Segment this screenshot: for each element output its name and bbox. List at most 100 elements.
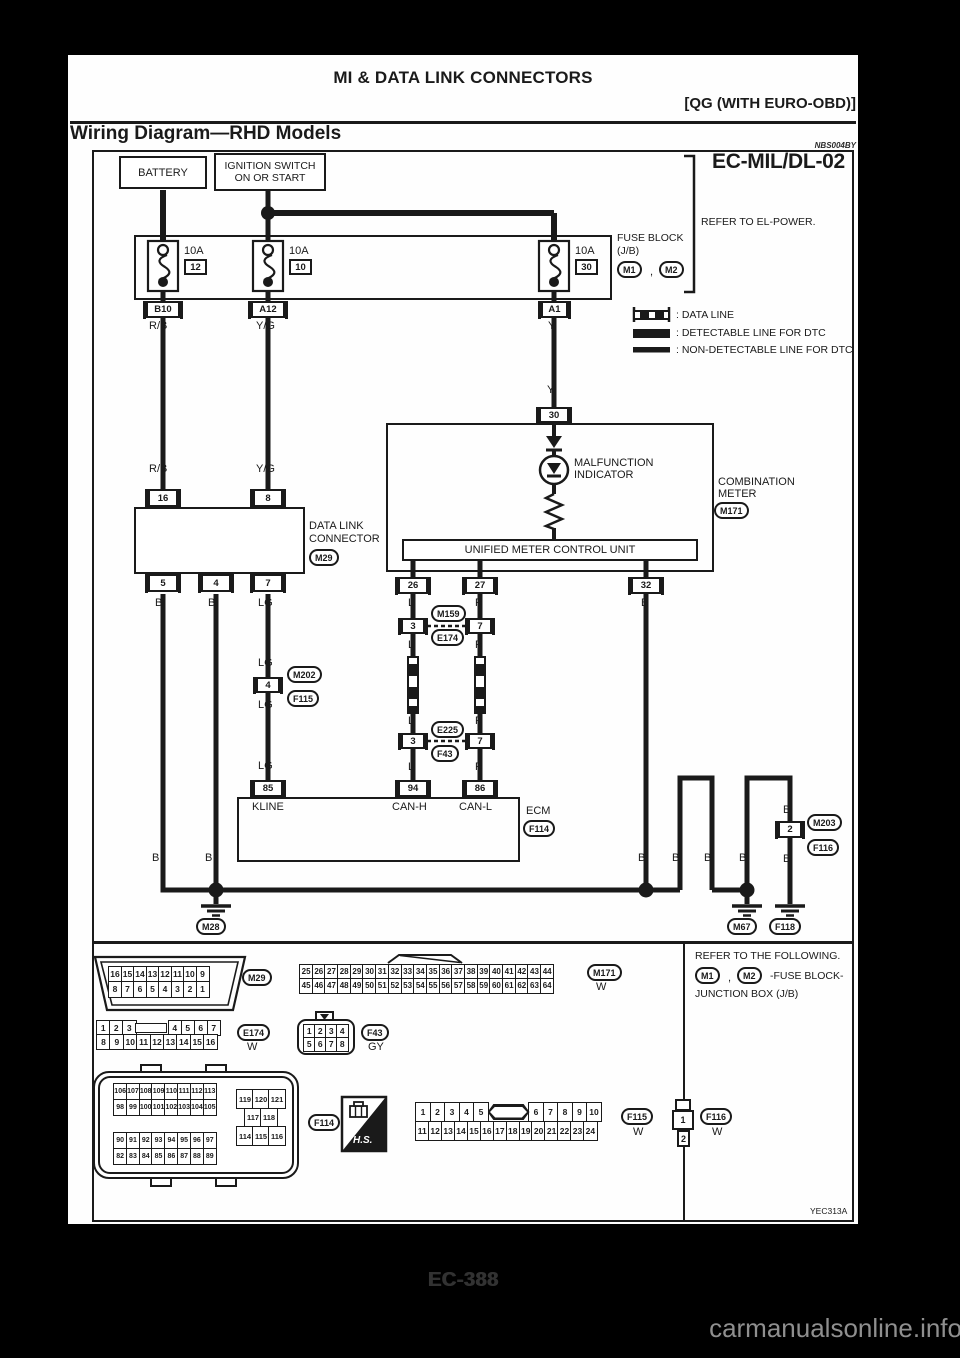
- f43-color: GY: [368, 1041, 384, 1053]
- mil-label2: INDICATOR: [574, 469, 634, 481]
- connector-label-m29: M29: [242, 969, 272, 986]
- terminal-b10: B10: [143, 300, 183, 319]
- pin-cell: 8: [108, 981, 122, 998]
- connector-label-f114: F114: [308, 1114, 341, 1131]
- pin-cell: 88: [189, 1147, 205, 1165]
- pin-cell: 115: [252, 1126, 270, 1146]
- inline-conn-7b: 7: [465, 732, 495, 750]
- connector-label-f115: F115: [621, 1108, 654, 1125]
- wire-label-b8: B: [704, 852, 712, 864]
- ecm-canh-label: CAN-H: [392, 801, 427, 813]
- dlc-pin-5: 5: [145, 573, 181, 593]
- page-edition: [QG (WITH EURO-OBD)]: [684, 95, 856, 112]
- pin-cell: 24: [583, 1120, 598, 1141]
- f116-pin-1: 1: [672, 1110, 694, 1130]
- dlc-label2: CONNECTOR: [309, 533, 380, 545]
- wire-label-l4: L: [408, 761, 415, 773]
- ecm-pin-94: 94: [395, 779, 431, 798]
- diagram-separator: [92, 941, 854, 944]
- connector-label-e174: E174: [237, 1024, 271, 1041]
- wire-label-y2: Y: [547, 384, 555, 396]
- f114-tab-bottom2: [215, 1177, 237, 1187]
- legend-data-line: : DATA LINE: [676, 309, 734, 321]
- section-code: NBS004BY: [814, 141, 856, 150]
- battery-box: BATTERY: [119, 156, 207, 189]
- wire-label-lg2: LG: [258, 657, 273, 669]
- wire-label-yg2: Y/G: [256, 463, 275, 475]
- pin-cell: 89: [202, 1147, 217, 1165]
- wire-label-lg1: LG: [258, 597, 273, 609]
- inline-conn-4: 4: [253, 676, 283, 694]
- wire-label-b11: B: [783, 853, 791, 865]
- pin-cell: 99: [125, 1098, 141, 1116]
- ignition-switch-line1: IGNITION SWITCH: [224, 160, 316, 172]
- pin-cell: 9: [195, 966, 210, 983]
- connector-ref-m2: M2: [659, 261, 684, 278]
- pin-cell: 117: [244, 1107, 262, 1128]
- legend-detectable: : DETECTABLE LINE FOR DTC: [676, 327, 826, 339]
- connector-ref-m1: M1: [617, 261, 642, 278]
- pin-cell: 102: [164, 1098, 179, 1116]
- refer-el-power: REFER TO EL-POWER.: [701, 216, 816, 228]
- ecm-pin-85: 85: [250, 779, 286, 798]
- wire-label-b5: B: [205, 852, 213, 864]
- wire-label-b1: B: [155, 597, 163, 609]
- watermark: carmanualsonline.info: [709, 1313, 960, 1343]
- page-number: EC-388: [427, 1269, 499, 1291]
- ecm-kline-label: KLINE: [252, 801, 284, 813]
- pin-cell: 7: [206, 1020, 221, 1036]
- ground-ref-f118: F118: [769, 918, 802, 935]
- inline-conn-7a: 7: [465, 617, 495, 635]
- refer-fuse-block: -FUSE BLOCK-: [770, 970, 844, 982]
- dlc-pin-16: 16: [145, 488, 181, 508]
- fuse3-amp: 10A: [575, 245, 595, 257]
- pin-cell: 7: [325, 1037, 338, 1052]
- unified-meter-control-unit-box: UNIFIED METER CONTROL UNIT: [402, 539, 698, 561]
- connector-ref-e225: E225: [431, 721, 465, 738]
- dlc-pin-7: 7: [250, 573, 286, 593]
- pin-cell: 105: [202, 1098, 217, 1116]
- ecm-pin-86: 86: [462, 779, 498, 798]
- header-rule: [70, 121, 856, 124]
- e174-color: W: [247, 1041, 258, 1053]
- meter-pin-30: 30: [536, 406, 572, 424]
- meter-pin-26: 26: [395, 576, 431, 595]
- section-title: Wiring Diagram—RHD Models: [70, 123, 342, 144]
- image-code: YEC313A: [810, 1206, 848, 1216]
- wire-label-l1: L: [408, 597, 415, 609]
- refer-junction-box: JUNCTION BOX (J/B): [695, 988, 799, 1000]
- dlc-pin-4: 4: [198, 573, 234, 593]
- pin-cell: 97: [202, 1132, 217, 1149]
- fuse3-number: 30: [575, 259, 598, 275]
- pin-cell: 119: [236, 1089, 254, 1109]
- ignition-switch-line2: ON OR START: [234, 172, 306, 184]
- pin-cell: 14: [453, 1120, 469, 1141]
- connector-ref-m29: M29: [309, 549, 339, 566]
- connector-ref-m171: M171: [714, 502, 749, 519]
- wire-label-yg: Y/G: [256, 320, 275, 332]
- inline-conn-3b: 3: [398, 732, 428, 750]
- pin-cell: 7: [120, 981, 135, 998]
- connector-label-f116: F116: [700, 1108, 733, 1125]
- wire-label-rb: R/B: [149, 320, 168, 332]
- wire-label-b6: B: [638, 852, 646, 864]
- connector-ref-f116: F116: [807, 839, 840, 856]
- blank-slot: [135, 1022, 167, 1033]
- combination-meter-box: [386, 423, 714, 572]
- pin-cell: 64: [540, 978, 555, 994]
